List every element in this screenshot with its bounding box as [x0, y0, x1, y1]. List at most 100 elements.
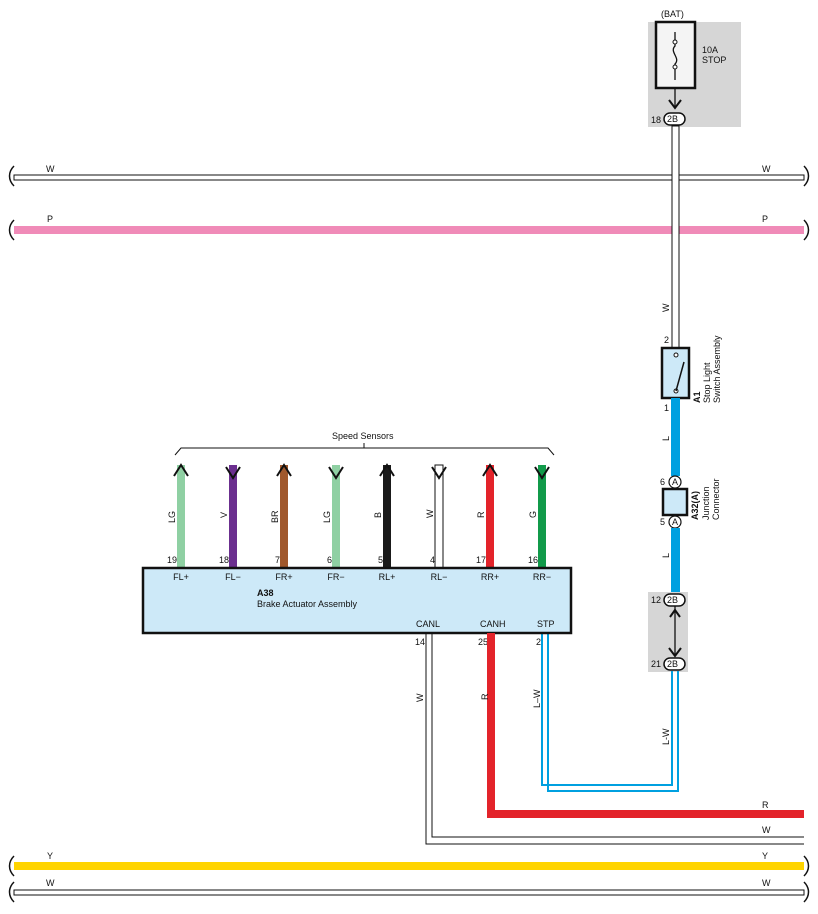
fuse-source-label: (BAT)	[661, 9, 684, 19]
fuse-terminal-bottom	[672, 64, 678, 70]
speed-sensor-wire-frminus	[328, 465, 344, 568]
junction-pin-bottom: 5	[660, 517, 665, 527]
sensor-arrow-up-icon	[276, 463, 292, 477]
sensor-pin-number: 17	[476, 555, 486, 565]
speed-sensor-wire-rrplus	[482, 463, 498, 568]
bus-w-top-left-label: W	[46, 164, 55, 174]
switch-out-wire-label: L	[661, 436, 671, 441]
sensor-terminal-label: FL+	[173, 572, 189, 582]
bus-wire-w-bottom	[8, 881, 810, 903]
bus-wire-p	[8, 219, 810, 241]
switch-pin-out: 1	[664, 403, 669, 413]
sensor-pin-number: 5	[378, 555, 383, 565]
junction-name-line2: Connector	[711, 478, 721, 520]
speed-sensor-wire-flplus	[173, 463, 189, 568]
junction-connector-body	[661, 487, 689, 517]
sensor-terminal-label: RR+	[481, 572, 499, 582]
connector-2b-code-bottom: 2B	[667, 659, 678, 669]
sensor-wire-color-label: W	[425, 509, 435, 518]
sensor-pin-number: 16	[528, 555, 538, 565]
speed-sensor-wire-rrminus	[534, 465, 550, 568]
actuator-id: A38	[257, 588, 274, 598]
bus-w-bottom-left-label: W	[46, 878, 55, 888]
sensor-arrow-down-icon	[431, 466, 447, 480]
bus-y-left-label: Y	[47, 851, 53, 861]
sensor-arrow-up-icon	[482, 463, 498, 477]
sensor-wire-color-label: V	[219, 512, 229, 518]
sensor-pin-number: 7	[275, 555, 280, 565]
sensor-wire-color-label: BR	[270, 510, 280, 523]
speed-sensors-bracket	[174, 447, 555, 456]
sensor-wire-color-label: G	[528, 511, 538, 518]
bus-wire-y	[8, 855, 810, 877]
connector-2b-arrow-down-icon	[668, 647, 682, 658]
bus-w-top-right-label: W	[762, 164, 771, 174]
connector-2b-pin-bottom: 21	[651, 659, 661, 669]
wire-l-junction-to-2b	[671, 528, 680, 594]
sensor-terminal-label: RL−	[431, 572, 448, 582]
fuse-connector-oval	[663, 112, 686, 126]
sensor-arrow-up-icon	[379, 463, 395, 477]
switch-pin-in: 2	[664, 335, 669, 345]
sensor-pin-number: 18	[219, 555, 229, 565]
junction-out-wire-label: L	[661, 553, 671, 558]
sensor-arrow-down-icon	[225, 466, 241, 480]
sensor-terminal-label: RR−	[533, 572, 551, 582]
speed-sensor-wire-frplus	[276, 463, 292, 568]
fuse-connector-pin: 18	[651, 115, 661, 125]
switch-name-line2: Switch Assembly	[712, 335, 722, 403]
junction-pin-top: 6	[660, 477, 665, 487]
pin-canl: 14	[415, 637, 425, 647]
wire-stp-label: L–W	[532, 689, 542, 708]
switch-contact-icon	[675, 361, 685, 392]
sensor-pin-number: 19	[167, 555, 177, 565]
sensor-terminal-label: FR+	[275, 572, 292, 582]
sensor-pin-number: 4	[430, 555, 435, 565]
fuse-name: STOP	[702, 55, 726, 65]
sensor-wire-color-label: B	[373, 512, 383, 518]
bus-p-left-label: P	[47, 214, 53, 224]
terminal-stp: STP	[537, 619, 555, 629]
terminal-canl: CANL	[416, 619, 440, 629]
connector-2b-out-wire-label: L-W	[661, 728, 671, 745]
switch-id: A1	[692, 391, 702, 403]
sensor-arrow-down-icon	[328, 466, 344, 480]
pin-canh: 25	[478, 637, 488, 647]
junction-pin-code-bottom: A	[672, 517, 678, 527]
terminal-canh: CANH	[480, 619, 506, 629]
wire-r-canh	[487, 633, 804, 818]
sensor-terminal-label: FR−	[327, 572, 344, 582]
sensor-terminal-label: FL−	[225, 572, 241, 582]
speed-sensor-wire-flminus	[225, 465, 241, 568]
wire-w-fuse-to-switch	[671, 125, 680, 349]
bus-y-right-label: Y	[762, 851, 768, 861]
speed-sensor-wire-rlplus	[379, 463, 395, 568]
fuse-rating: 10A	[702, 45, 718, 55]
wire-w-canl	[425, 633, 804, 845]
right-r-label: R	[762, 800, 769, 810]
bus-wire-w-top	[8, 165, 810, 187]
junction-pin-code-top: A	[672, 477, 678, 487]
sensor-arrow-up-icon	[173, 463, 189, 477]
actuator-name: Brake Actuator Assembly	[257, 599, 358, 609]
speed-sensors-label: Speed Sensors	[332, 431, 394, 441]
brake-actuator-body	[141, 566, 573, 635]
bus-p-right-label: P	[762, 214, 768, 224]
fuse-connector-code: 2B	[667, 114, 678, 124]
connector-2b-arrow-up-icon	[669, 608, 681, 618]
wire-lw-stp	[541, 633, 679, 792]
wire-canh-label: R	[480, 693, 490, 700]
sensor-wire-color-label: LG	[322, 511, 332, 523]
sensor-wire-color-label: R	[476, 511, 486, 518]
connector-2b-code-top: 2B	[667, 595, 678, 605]
sensor-arrow-down-icon	[534, 466, 550, 480]
sensor-terminal-label: RL+	[379, 572, 396, 582]
sensor-pin-number: 6	[327, 555, 332, 565]
junction-name-line1: Junction	[701, 486, 711, 520]
connector-2b-pin-top: 12	[651, 595, 661, 605]
bus-w-bottom-right-label: W	[762, 878, 771, 888]
junction-id: A32(A)	[690, 491, 700, 520]
